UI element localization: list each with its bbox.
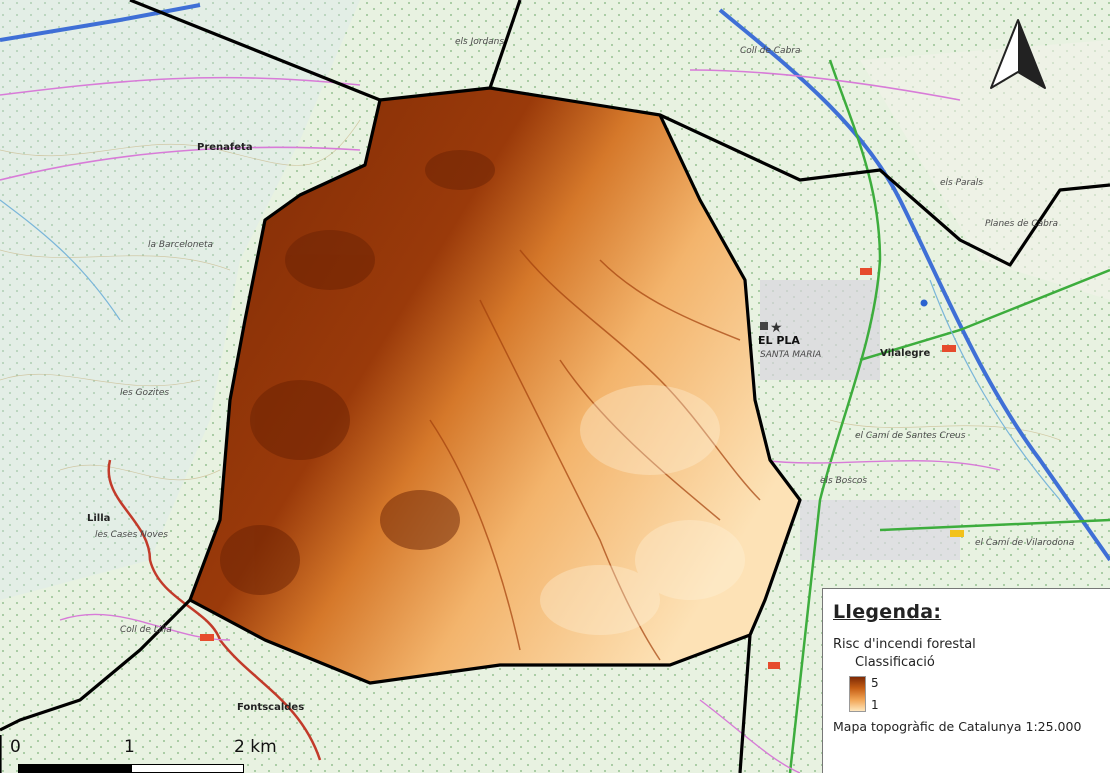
scale-segment-2 — [131, 764, 244, 773]
ramp-max-label: 5 — [871, 676, 879, 690]
label-planes-de-cabra: Planes de Cabra — [985, 219, 1058, 229]
label-barceloneta: la Barceloneta — [148, 240, 213, 250]
legend-title: Llegenda: — [833, 601, 942, 623]
label-el-pla: EL PLA — [758, 334, 800, 347]
scale-label-mid: 1 — [124, 737, 135, 757]
label-els-boscos: els Boscos — [820, 476, 867, 486]
scale-segment-1 — [18, 764, 131, 773]
label-fontscaldes: Fontscaldes — [237, 702, 304, 713]
label-vilalegre: Vilalegre — [880, 348, 930, 359]
legend-source: Mapa topogràfic de Catalunya 1:25.000 — [833, 719, 1082, 734]
town-built-area — [760, 280, 880, 380]
red-road — [107, 459, 322, 761]
drainage-lines — [429, 249, 761, 661]
label-parals: els Parals — [940, 178, 983, 188]
ramp-min-label: 1 — [871, 698, 879, 712]
label-gozites: les Gozites — [120, 388, 169, 398]
green-road — [788, 59, 882, 773]
north-arrow-icon — [990, 19, 1046, 89]
label-santes-creus: el Camí de Santes Creus — [855, 431, 966, 441]
legend-classification: Classificació — [855, 655, 935, 670]
label-prenafeta: Prenafeta — [197, 142, 253, 153]
label-lilla: Lilla — [87, 513, 110, 524]
scale-label-end: 2 km — [234, 737, 277, 757]
svg-text:★: ★ — [770, 320, 783, 336]
scale-label-start: 0 — [10, 737, 21, 757]
map-markers: ★ — [200, 268, 964, 669]
label-coll-de-cabra: Coll de Cabra — [740, 46, 801, 56]
label-jordans: els Jordans — [455, 37, 504, 47]
scale-bar: 0 1 2 km — [10, 737, 300, 773]
highway-road — [718, 8, 1110, 562]
color-ramp — [849, 676, 866, 712]
label-coll-de-lilla: Coll de Lilla — [120, 625, 172, 635]
label-el-pla-sub: SANTA MARIA — [760, 350, 821, 360]
legend-layer-name: Risc d'incendi forestal — [833, 637, 976, 652]
label-vilarodona: el Camí de Vilarodona — [975, 538, 1074, 548]
legend-ramp-row: 5 1 — [833, 676, 1110, 712]
label-cases-noves: les Cases Noves — [95, 530, 168, 540]
map-legend: Llegenda: Risc d'incendi forestal Classi… — [822, 588, 1110, 773]
